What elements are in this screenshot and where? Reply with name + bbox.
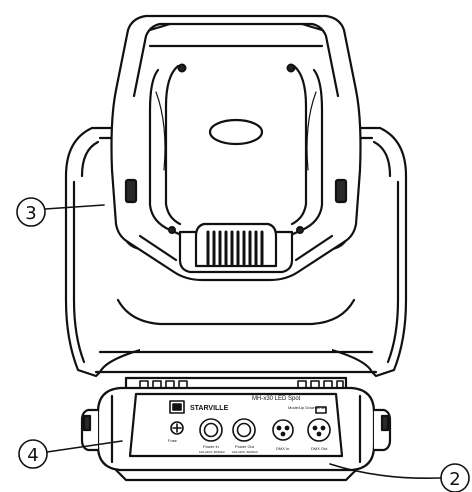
panel-power-out-label: Power Out [235, 444, 255, 449]
callout-3-number: 3 [25, 203, 36, 224]
panel-dmx-in-label: DMX In [276, 446, 289, 451]
callout-4 [18, 439, 123, 469]
logo-oval [208, 118, 264, 146]
callout-2-number: 2 [449, 469, 460, 490]
panel-dmx-out-label: DMX Out [311, 446, 328, 451]
callout-3 [16, 197, 105, 227]
panel-model: MH-x30 LED Spot [252, 396, 301, 402]
arm-hinges [124, 178, 348, 204]
dmx-in-connector [272, 419, 294, 441]
panel-power-in-label: Power In [203, 444, 219, 449]
connector-panel [169, 400, 331, 442]
panel-display-label: Mode/Up Down Enter [288, 405, 327, 410]
vent-grille [194, 222, 278, 268]
callout-4-number: 4 [27, 445, 38, 466]
panel-power-in-sub: 100-240V~50/60Hz [199, 450, 225, 454]
head-screws [168, 63, 304, 234]
dmx-out-connector [307, 418, 331, 442]
panel-power-out-sub: 100-240V~50/60Hz [232, 450, 258, 454]
panel-fuse-label: Fuse [168, 438, 178, 443]
display-window [315, 406, 327, 414]
callout-2 [329, 463, 470, 492]
panel-brand: STARVILLE [190, 405, 229, 412]
